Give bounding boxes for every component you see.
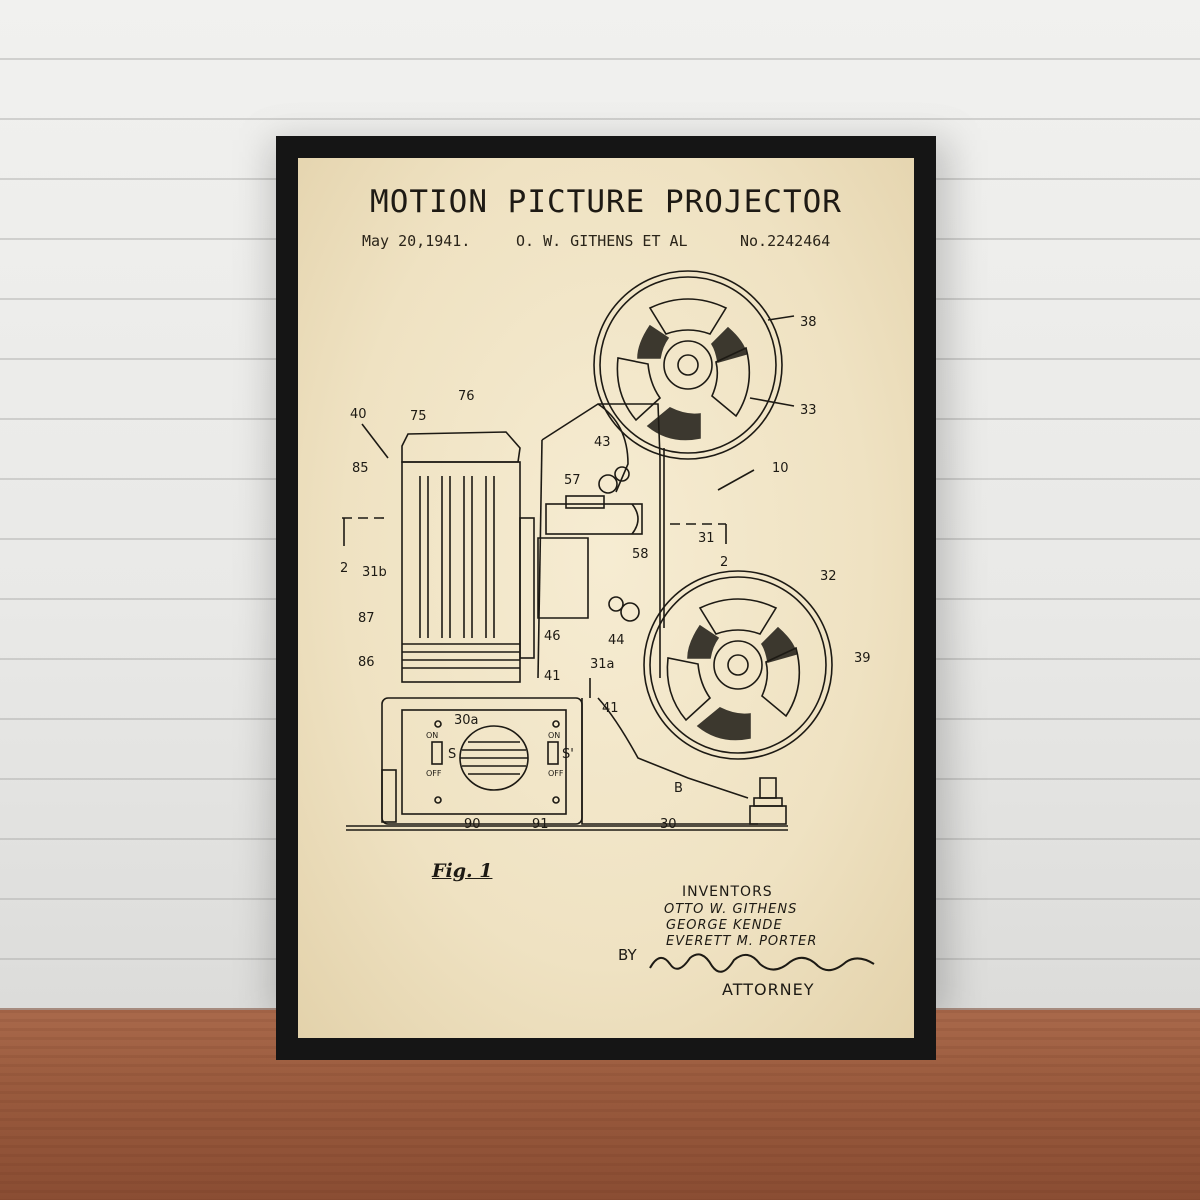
svg-text:31b: 31b <box>362 565 387 580</box>
by-label: BY <box>618 946 637 964</box>
lower-reel <box>643 570 833 760</box>
svg-text:31a: 31a <box>590 657 615 672</box>
svg-text:OFF: OFF <box>426 769 442 778</box>
svg-text:S': S' <box>562 747 574 762</box>
svg-text:41: 41 <box>602 701 619 716</box>
svg-text:90: 90 <box>464 817 481 832</box>
inventors-heading: INVENTORS <box>682 884 773 900</box>
inventor-name: EVERETT M. PORTER <box>666 934 818 949</box>
svg-text:S: S <box>448 747 456 762</box>
svg-text:31: 31 <box>698 531 715 546</box>
poster-title: MOTION PICTURE PROJECTOR <box>370 184 842 220</box>
patent-number: No.2242464 <box>740 232 831 250</box>
svg-text:58: 58 <box>632 547 649 562</box>
svg-text:38: 38 <box>800 315 817 330</box>
svg-text:76: 76 <box>458 389 475 404</box>
svg-text:10: 10 <box>772 461 789 476</box>
svg-text:43: 43 <box>594 435 611 450</box>
svg-text:39: 39 <box>854 651 871 666</box>
amplifier-base <box>381 697 583 825</box>
svg-text:32: 32 <box>820 569 837 584</box>
lens-barrel <box>545 503 643 535</box>
inventor-name: OTTO W. GITHENS <box>664 902 798 917</box>
svg-text:57: 57 <box>564 473 581 488</box>
attorney-label: ATTORNEY <box>722 980 815 999</box>
projector-drawing: 38 33 10 40 75 76 85 43 57 31 58 2 2 31b… <box>340 270 875 973</box>
patent-inventor-line: O. W. GITHENS ET AL <box>516 232 688 250</box>
projector-arm <box>541 403 661 678</box>
svg-text:85: 85 <box>352 461 369 476</box>
figure-label: Fig. 1 <box>432 860 493 882</box>
svg-text:B: B <box>674 781 683 796</box>
svg-text:91: 91 <box>532 817 549 832</box>
svg-text:46: 46 <box>544 629 561 644</box>
svg-text:40: 40 <box>350 407 367 422</box>
lamp-house <box>401 431 535 683</box>
svg-text:75: 75 <box>410 409 427 424</box>
attorney-signature <box>649 953 875 973</box>
svg-text:ON: ON <box>426 731 438 740</box>
svg-text:2: 2 <box>340 561 348 576</box>
svg-text:30a: 30a <box>454 713 479 728</box>
svg-text:OFF: OFF <box>548 769 564 778</box>
patent-date: May 20,1941. <box>362 232 471 250</box>
svg-text:87: 87 <box>358 611 375 626</box>
svg-text:41: 41 <box>544 669 561 684</box>
svg-text:33: 33 <box>800 403 817 418</box>
svg-text:30: 30 <box>660 817 677 832</box>
svg-text:2: 2 <box>720 555 728 570</box>
reference-numerals: 38 33 10 40 75 76 85 43 57 31 58 2 2 31b… <box>340 315 871 832</box>
svg-text:86: 86 <box>358 655 375 670</box>
svg-text:44: 44 <box>608 633 625 648</box>
svg-text:ON: ON <box>548 731 560 740</box>
patent-poster: MOTION PICTURE PROJECTOR May 20,1941. O.… <box>298 158 914 1038</box>
inventor-name: GEORGE KENDE <box>666 918 783 933</box>
upper-reel <box>593 270 783 460</box>
